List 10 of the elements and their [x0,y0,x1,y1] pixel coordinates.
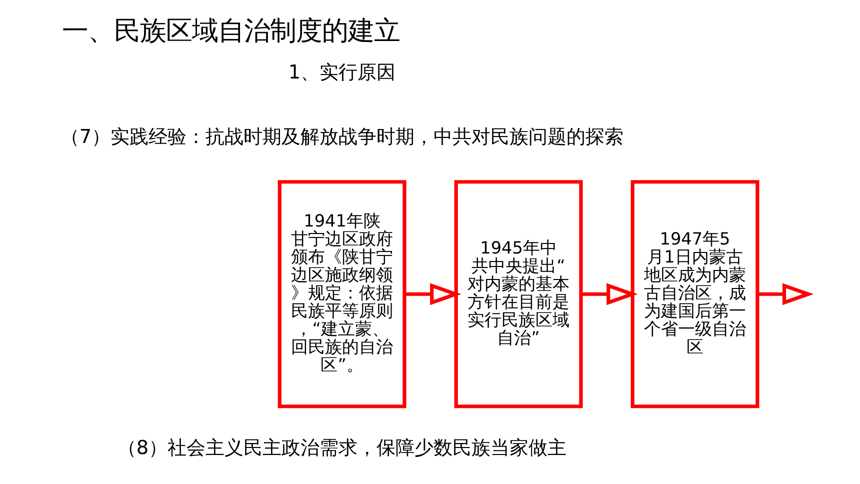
node-box: 1947年5月1日内蒙古地区成为内蒙古自治区，成为建国后第一个省一级自治区 [630,180,759,408]
label: （8）社会主义民主政治需求，保障少数民族当家做主 [116,436,566,459]
arrow [580,282,638,305]
diagram-title: 一、民族区域自治制度的建立 [62,15,400,46]
node-box: 1941年陕甘宁边区政府颁布《陕甘宁边区施政纲领》规定：依据民族平等原则，“建立蒙、回民族的自治区”。 [277,180,406,408]
arrow [757,282,814,305]
node-box: 1945年中共中央提出“对内蒙的基本方针在目前是实行民族区域自治” [454,180,582,408]
arrow [404,282,461,305]
label: （7）实践经验：抗战时期及解放战争时期，中共对民族问题的探索 [60,124,624,148]
label: 1、实行原因 [288,60,396,83]
